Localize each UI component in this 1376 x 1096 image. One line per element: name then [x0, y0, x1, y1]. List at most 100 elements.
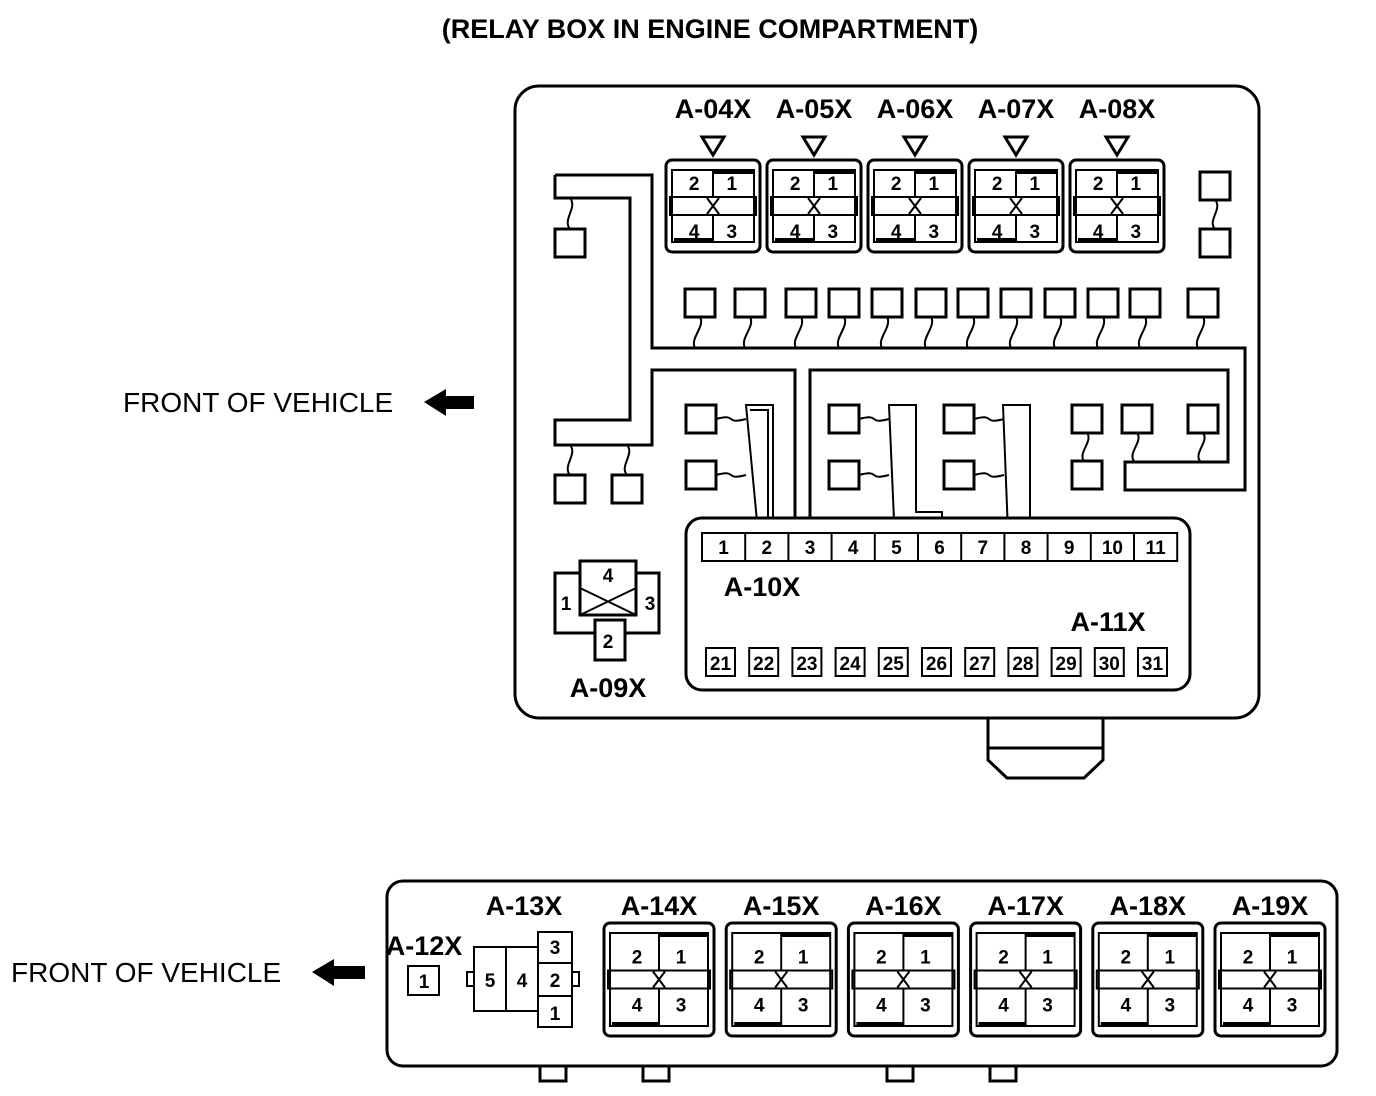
fuse-link [742, 316, 753, 349]
a11x-pin: 22 [753, 654, 774, 675]
arrow-left-icon [424, 389, 474, 416]
a09x-pin: 4 [603, 566, 614, 587]
a13x-pin: 2 [550, 971, 561, 992]
relay-label: A-15X [743, 891, 820, 921]
fuse-slot [1128, 287, 1162, 319]
a11x-label: A-11X [1070, 607, 1145, 637]
a13x-pin: 1 [550, 1004, 561, 1025]
a13x-pin: 5 [485, 971, 496, 992]
a12x-pin: 1 [419, 972, 430, 993]
relay-pin: 2 [1243, 948, 1254, 969]
relay-pin: 2 [790, 174, 801, 195]
fuse-slot [1198, 170, 1232, 202]
relay-pin: 3 [929, 222, 940, 243]
fuse-link [1211, 199, 1219, 230]
a09x-pin: 3 [645, 594, 656, 615]
a10x-pin: 10 [1102, 538, 1123, 559]
relay-pin: 2 [1093, 174, 1104, 195]
fuse-slot [942, 403, 976, 435]
triangle-down-icon [699, 135, 727, 158]
a11x-pin: 25 [883, 654, 905, 675]
fuse-slot [553, 473, 587, 505]
relay-pin: 1 [1165, 948, 1176, 969]
fuse-slot [1043, 287, 1077, 319]
front-indicator-bottom: FRONT OF VEHICLE [11, 957, 365, 988]
a10x-pin: 2 [762, 538, 773, 559]
a11x-pin: 26 [926, 654, 947, 675]
a11x-pin: 28 [1012, 654, 1033, 675]
relay-pin: 1 [828, 174, 839, 195]
diagram-title: (RELAY BOX IN ENGINE COMPARTMENT) [442, 14, 979, 44]
triangle-down-icon [1103, 135, 1131, 158]
connector-a13x: A-13X 5 4 3 2 1 [466, 891, 580, 1028]
relay-pin: 1 [1042, 948, 1053, 969]
relay-pin: 3 [1030, 222, 1041, 243]
fuse-slot [553, 227, 587, 259]
a10x-label: A-10X [724, 572, 801, 602]
fuse-link [1052, 316, 1063, 349]
relay-pin: 1 [1030, 174, 1041, 195]
fuse-link [715, 416, 747, 422]
relay-pin: 3 [798, 996, 809, 1017]
a10x-pin: 6 [934, 538, 945, 559]
front-of-vehicle-label: FRONT OF VEHICLE [123, 387, 393, 418]
fuse-slot [1070, 459, 1104, 491]
triangle-down-icon [901, 135, 929, 158]
fuse-slot [1186, 287, 1220, 319]
fuse-link [879, 316, 890, 349]
fuse-slot [914, 287, 948, 319]
fuse-slot [827, 403, 861, 435]
fuse-link [965, 316, 976, 349]
relay-label: A-16X [865, 891, 942, 921]
relay-pin: 4 [632, 996, 643, 1017]
fuse-link [1195, 316, 1206, 349]
relay-pin: 1 [929, 174, 940, 195]
a10x-pin: 3 [805, 538, 816, 559]
relay-label: A-17X [987, 891, 1064, 921]
fuse-slot [684, 403, 718, 435]
a11x-pin: 21 [710, 654, 732, 675]
fuse-slot [1070, 403, 1104, 435]
relay-pin: 4 [1093, 222, 1104, 243]
triangle-down-icon [800, 135, 828, 158]
fuse-link [566, 444, 574, 476]
relay-label: A-04X [675, 94, 752, 124]
fuse-link [923, 316, 934, 349]
a09x-pin: 1 [561, 594, 572, 615]
fuse-slot [683, 287, 717, 319]
fuse-link [973, 416, 1005, 422]
relay-pin: 2 [876, 948, 887, 969]
fuse-slot [956, 287, 990, 319]
relay-pin: 3 [920, 996, 931, 1017]
front-indicator-top: FRONT OF VEHICLE [123, 387, 474, 418]
fuse-slot [1086, 287, 1120, 319]
relay-pin: 1 [727, 174, 738, 195]
relay-label: A-18X [1110, 891, 1187, 921]
a10x-pin: 7 [978, 538, 989, 559]
relay-pin: 1 [920, 948, 931, 969]
relay-label: A-08X [1079, 94, 1156, 124]
relay-pin: 4 [891, 222, 902, 243]
fuse-link [623, 444, 631, 476]
relay-pin: 4 [992, 222, 1003, 243]
a11x-pin: 24 [840, 654, 862, 675]
fuse-link [793, 316, 804, 349]
relay-pin: 3 [1131, 222, 1142, 243]
fuse-link [836, 316, 847, 349]
a13x-label: A-13X [486, 891, 563, 921]
fuse-link [715, 472, 747, 478]
relay-pin: 2 [891, 174, 902, 195]
relay-pin: 4 [876, 996, 887, 1017]
connector-a12x: A-12X 1 [386, 931, 462, 996]
front-of-vehicle-label: FRONT OF VEHICLE [11, 957, 281, 988]
relay-label: A-06X [877, 94, 954, 124]
